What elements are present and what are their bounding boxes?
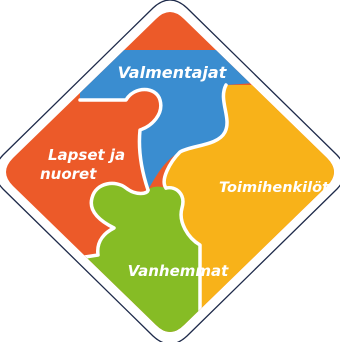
label-left-line-2: nuoret: [40, 165, 97, 183]
label-bottom: Vanhemmat: [128, 262, 229, 280]
label-right: Toimihenkilöt: [219, 180, 330, 196]
label-left-line-1: Lapset ja: [48, 146, 125, 164]
seam-right-bottom: [164, 185, 202, 332]
label-left: Lapset ja nuoret: [40, 146, 130, 183]
puzzle-seams: [6, 83, 229, 332]
puzzle-piece-top: [80, 50, 300, 190]
seam-top-right: [162, 83, 229, 190]
seam-top-left: [78, 87, 163, 192]
seam-bottom-left: [6, 181, 150, 272]
label-top: Valmentajat: [118, 63, 228, 82]
